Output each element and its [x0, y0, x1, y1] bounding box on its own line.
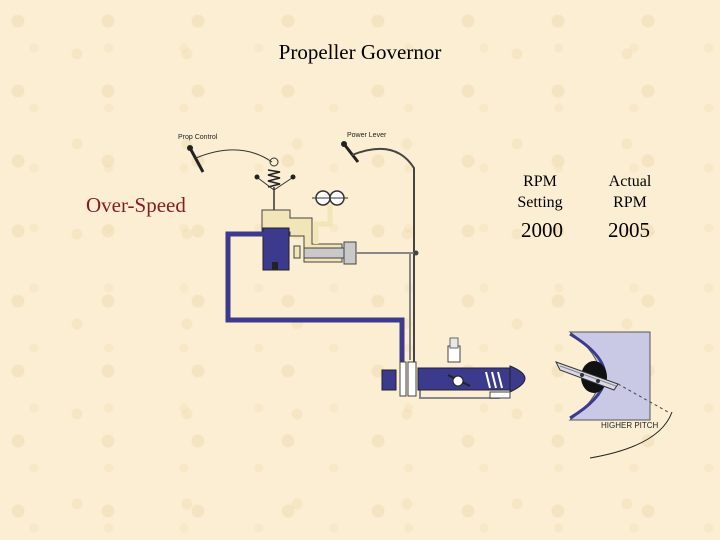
- oil-pump: [312, 190, 348, 244]
- prop-control-linkage: [195, 149, 273, 163]
- actual-rpm-header-line2: RPM: [613, 194, 647, 211]
- pitch-change-cylinder: [381, 337, 526, 399]
- rpm-setting-header-line1: RPM: [523, 173, 557, 190]
- power-lever[interactable]: [341, 141, 360, 163]
- pilot-valve: [261, 209, 357, 271]
- page-title: Propeller Governor: [278, 40, 442, 64]
- rpm-setting-header: RPM Setting: [505, 171, 575, 213]
- oil-line: [225, 231, 405, 372]
- higher-pitch-label: HIGHER PITCH: [601, 421, 659, 430]
- propeller-blade: [554, 361, 619, 391]
- actual-rpm-header-line1: Actual: [608, 173, 652, 190]
- prop-control-label: Prop Control: [178, 134, 218, 141]
- actual-rpm-header: Actual RPM: [595, 171, 665, 213]
- rpm-setting-value: 2000: [521, 218, 563, 242]
- prop-control-lever[interactable]: [187, 145, 205, 173]
- speeder-spring: [254, 157, 296, 212]
- rpm-setting-header-line2: Setting: [517, 194, 563, 211]
- power-lever-label: Power Lever: [347, 132, 387, 139]
- propeller-hub: [568, 331, 651, 421]
- actual-rpm-value: 2005: [608, 218, 650, 242]
- overspeed-status: Over-Speed: [86, 193, 186, 217]
- power-lever-linkage: [351, 147, 415, 380]
- pitch-arc: [589, 411, 673, 459]
